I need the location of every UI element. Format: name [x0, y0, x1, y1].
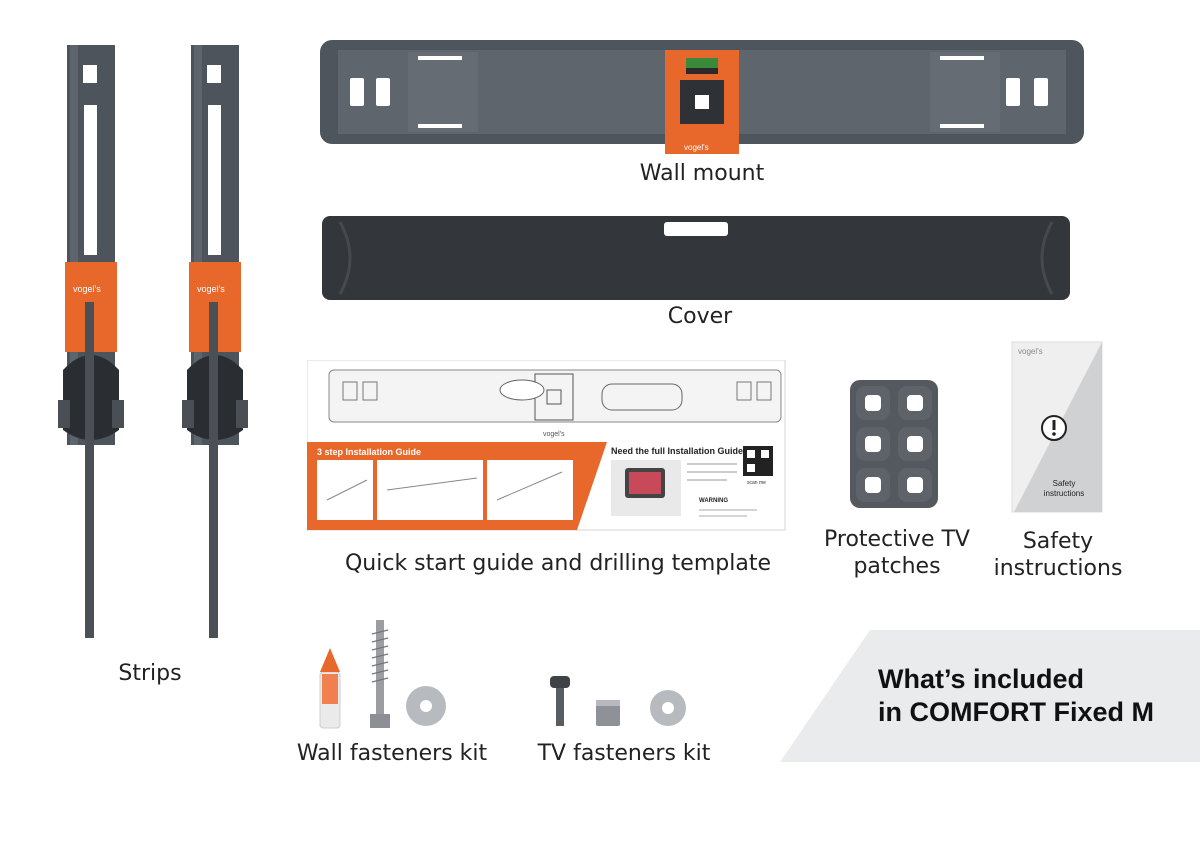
banner-title-line1: What’s included: [878, 664, 1085, 694]
patches-label-line2: patches: [853, 554, 941, 579]
wall-mount-image: vogel's: [320, 40, 1084, 154]
protective-patches-image: [850, 380, 938, 508]
guide-warning-label: WARNING: [699, 498, 728, 504]
quick-start-guide-label: Quick start guide and drilling template: [344, 551, 771, 576]
cover-label: Cover: [667, 304, 733, 329]
patches-label-line1: Protective TV: [824, 527, 970, 552]
quick-start-guide-image: vogel's 3 step Installation Guide Need t…: [307, 360, 786, 531]
protective-patches-label: Protective TV patches: [812, 526, 982, 580]
strips-image: vogel's vogel's: [58, 45, 248, 638]
included-banner-title: What’s included in COMFORT Fixed M: [878, 663, 1154, 729]
safety-instructions-label: Safety instructions: [980, 528, 1136, 582]
safety-doc-line1: Safety: [1053, 479, 1076, 488]
qr-scan-label: scan me: [747, 480, 766, 486]
safety-doc-line2: instructions: [1044, 489, 1084, 498]
wall-fasteners-image: [319, 620, 446, 729]
tv-fasteners-image: [550, 676, 686, 726]
strip-right: vogel's: [182, 45, 248, 638]
svg-text:vogel's: vogel's: [543, 431, 565, 438]
svg-text:vogel's: vogel's: [684, 143, 709, 152]
strips-label: Strips: [118, 661, 182, 686]
guide-steps-title: 3 step Installation Guide: [317, 447, 421, 457]
tv-fasteners-label: TV fasteners kit: [537, 741, 711, 766]
guide-full-title: Need the full Installation Guide?: [611, 446, 749, 456]
cover-image: [322, 216, 1070, 300]
strip-left: vogel's: [58, 45, 124, 638]
svg-text:vogel's: vogel's: [73, 284, 101, 294]
safety-instructions-image: vogel's Safety instructions: [1011, 341, 1103, 513]
banner-title-line2: in COMFORT Fixed M: [878, 697, 1154, 727]
wall-mount-label: Wall mount: [639, 161, 765, 186]
safety-label-line1: Safety: [1022, 529, 1094, 554]
safety-label-line2: instructions: [993, 556, 1123, 581]
svg-text:vogel's: vogel's: [197, 284, 225, 294]
wall-fasteners-label: Wall fasteners kit: [296, 741, 488, 766]
safety-brand: vogel's: [1018, 347, 1043, 356]
